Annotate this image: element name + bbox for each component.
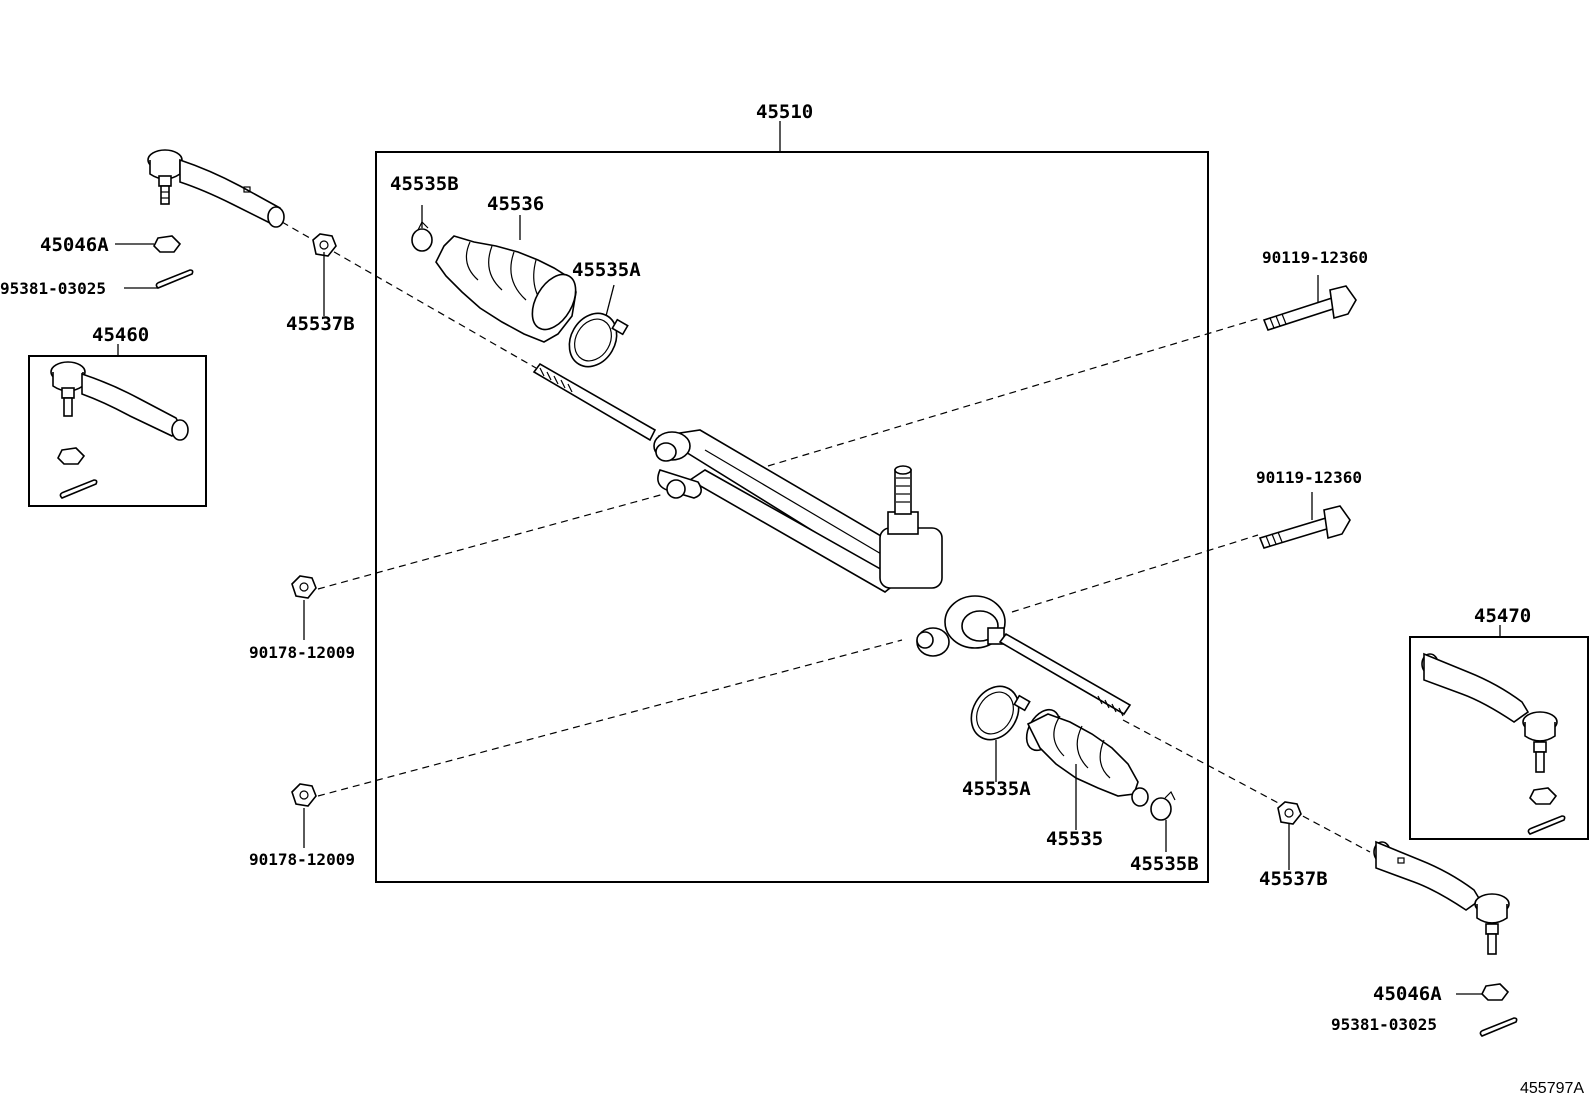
nut-right (1481, 983, 1510, 1001)
label-boot-right: 45535 (1046, 828, 1103, 850)
mount-nut-upper (291, 575, 317, 599)
bolt-lower (1258, 505, 1351, 549)
label-boot-clamp-large-right: 45535A (962, 778, 1031, 800)
boot-right (1025, 708, 1149, 807)
label-right-kit: 45470 (1474, 605, 1531, 627)
boot-clamp-large-right (970, 685, 1031, 741)
boot-left (435, 235, 577, 343)
label-cotter-pin-right: 95381-03025 (1331, 1015, 1437, 1034)
lock-nut-right (1277, 801, 1302, 825)
boot-clamp-small-right (1150, 790, 1176, 821)
label-cotter-pin-left: 95381-03025 (0, 279, 106, 298)
nut-left (153, 235, 182, 253)
label-bolt-lower: 90119-12360 (1256, 468, 1362, 487)
cotter-pin-right (1479, 1017, 1518, 1037)
mount-nut-lower (291, 783, 317, 807)
steering-rack (532, 362, 1132, 717)
bolt-upper (1262, 285, 1357, 331)
right-kit-contents (1421, 652, 1566, 835)
leader-lines (115, 205, 1482, 995)
label-assembly: 45510 (756, 101, 813, 123)
boot-clamp-large-left (568, 312, 629, 368)
lock-nut-left (312, 233, 337, 257)
cotter-pin-left (155, 269, 194, 289)
label-boot-clamp-large-left: 45535A (572, 259, 641, 281)
right-kit-box (1409, 636, 1589, 840)
tie-rod-end-right (1373, 840, 1510, 955)
assembly-box (375, 151, 1209, 883)
tie-rod-end-left (147, 149, 285, 228)
left-kit-contents (50, 361, 189, 499)
label-bolt-upper: 90119-12360 (1262, 248, 1368, 267)
label-mount-nut-upper: 90178-12009 (249, 643, 355, 662)
label-lock-nut-left: 45537B (286, 313, 355, 335)
label-mount-nut-lower: 90178-12009 (249, 850, 355, 869)
label-left-kit: 45460 (92, 324, 149, 346)
label-nut-right: 45046A (1373, 983, 1442, 1005)
label-lock-nut-right: 45537B (1259, 868, 1328, 890)
figure-reference: 455797A (1520, 1080, 1584, 1097)
label-nut-left: 45046A (40, 234, 109, 256)
label-boot-clamp-small-right: 45535B (1130, 853, 1199, 875)
label-boot-left: 45536 (487, 193, 544, 215)
label-boot-clamp-small-left: 45535B (390, 173, 459, 195)
part-labels: 45510 45535B 45536 45535A 45046A 95381-0… (0, 101, 1584, 1097)
